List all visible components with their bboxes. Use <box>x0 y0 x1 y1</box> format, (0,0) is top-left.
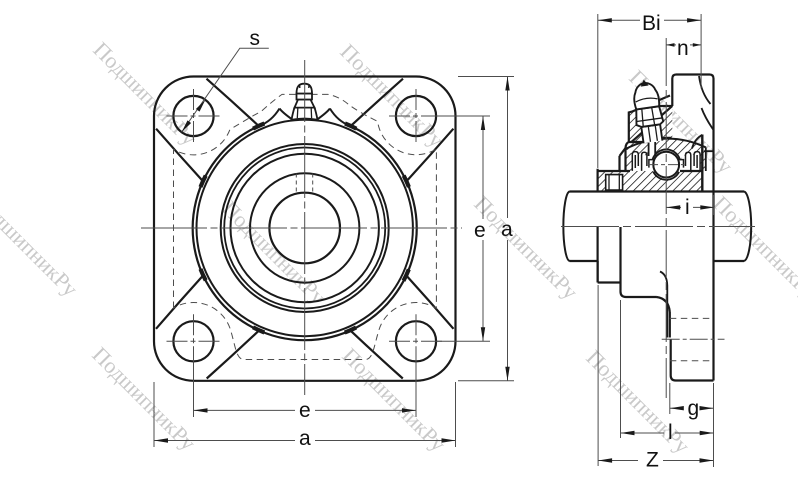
svg-text:l: l <box>668 421 673 444</box>
svg-text:g: g <box>688 397 700 420</box>
svg-text:a: a <box>299 427 311 450</box>
svg-text:i: i <box>685 196 690 219</box>
svg-text:a: a <box>501 218 513 241</box>
svg-text:Bi: Bi <box>642 12 661 35</box>
svg-text:n: n <box>677 37 689 60</box>
svg-text:e: e <box>299 399 311 422</box>
svg-text:Z: Z <box>646 449 659 472</box>
svg-text:e: e <box>474 219 486 242</box>
svg-text:s: s <box>250 27 261 50</box>
